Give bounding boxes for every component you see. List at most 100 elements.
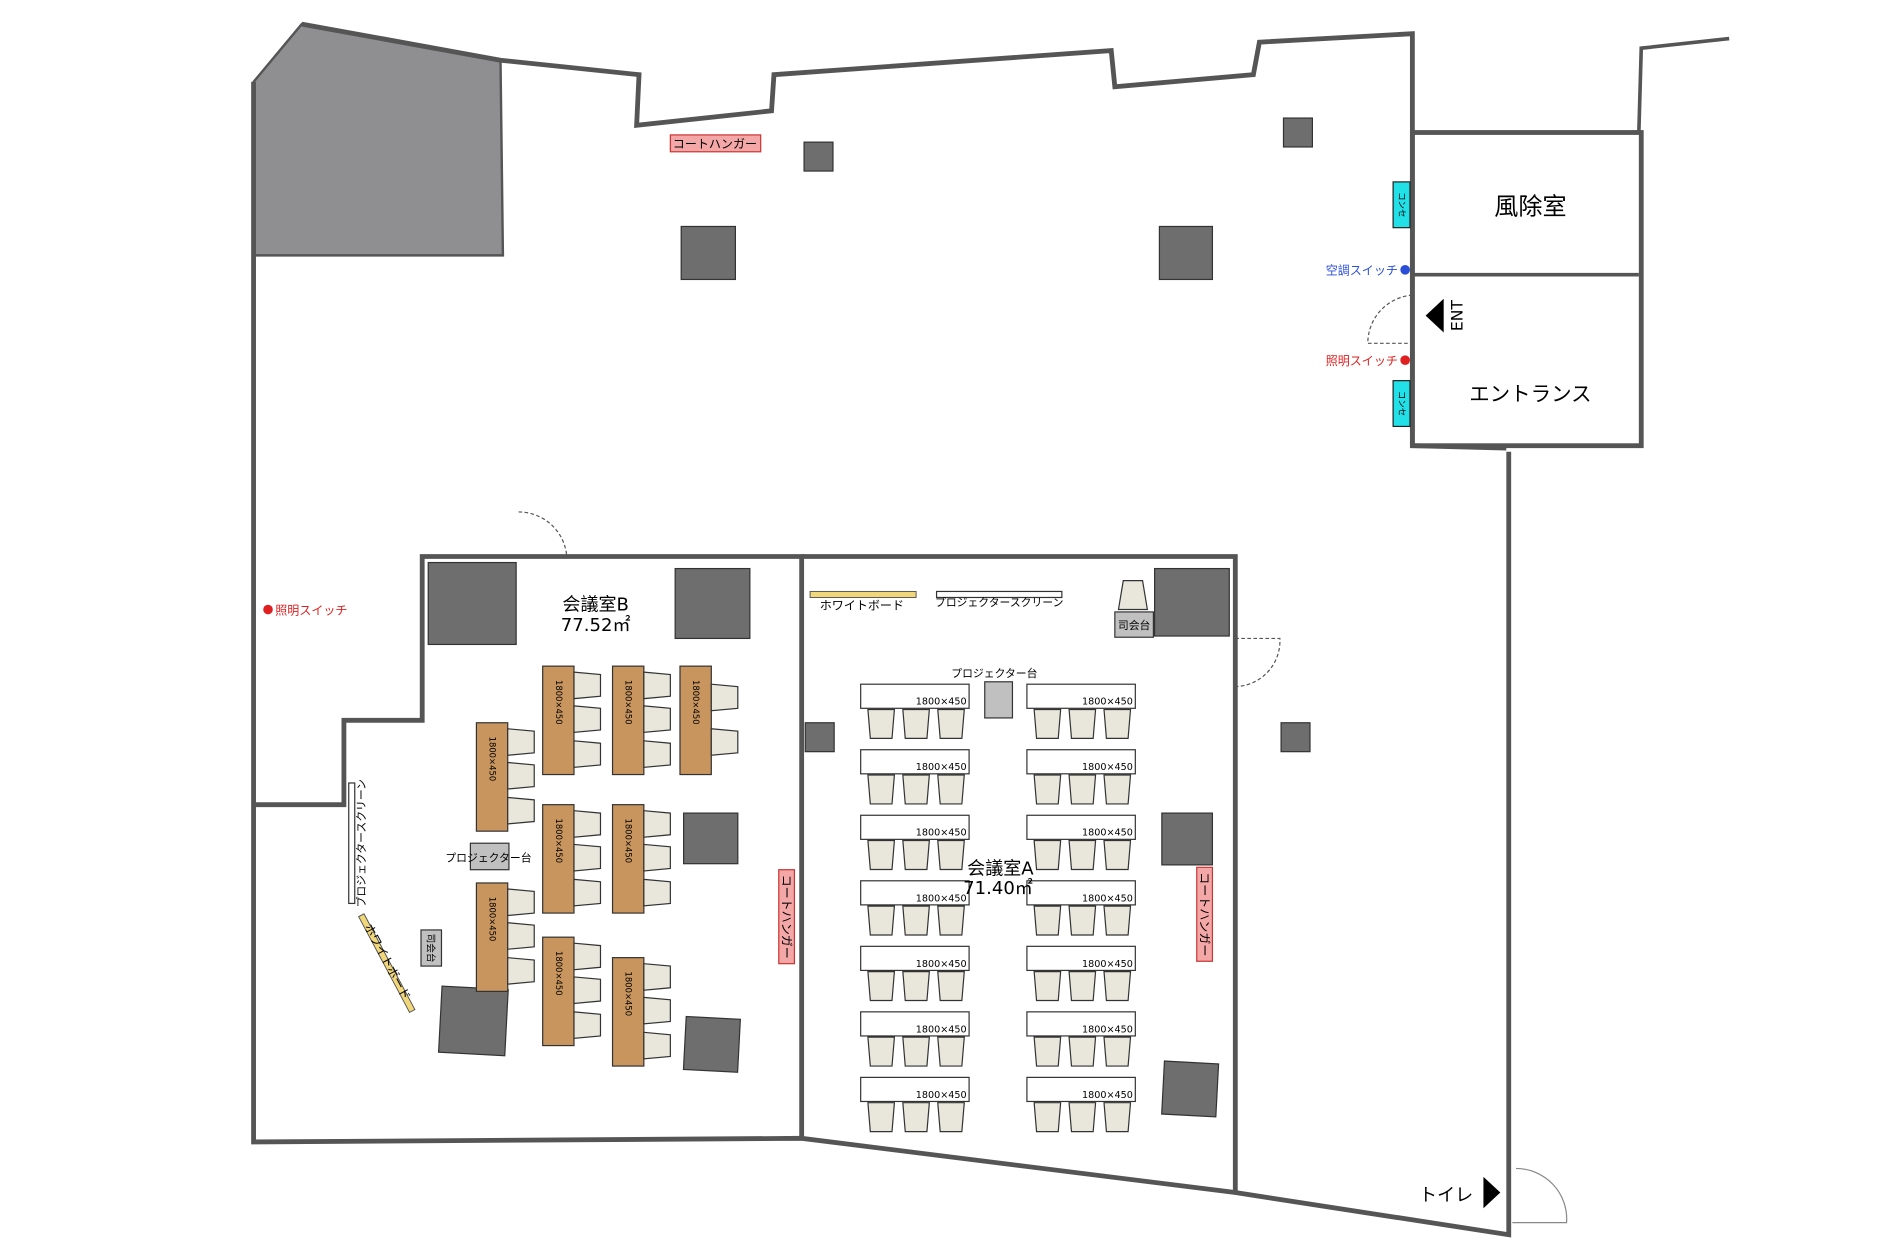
table-size-label: 1800×450 (1082, 959, 1133, 970)
chair (1103, 971, 1132, 1002)
chair (573, 942, 602, 971)
podium-b (420, 929, 443, 967)
storage-block (252, 22, 505, 257)
chair (573, 810, 602, 838)
chair (937, 971, 965, 1002)
chair (1033, 905, 1062, 936)
table (475, 882, 509, 992)
door-swing-toilet (1512, 1167, 1568, 1224)
chair (1068, 1102, 1097, 1133)
chair (1068, 1036, 1097, 1067)
chair (573, 843, 602, 872)
outer-wall-far-right (1637, 36, 1730, 133)
pillar (804, 722, 835, 753)
table (860, 683, 970, 709)
chair (937, 708, 965, 740)
coat-hanger-b (778, 869, 796, 965)
table-size-label: 1800×450 (1082, 1090, 1133, 1101)
table (475, 722, 509, 832)
room-b-name: 会議室B (562, 595, 629, 616)
whiteboard-b-label: ホワイトボード (361, 921, 413, 1002)
pillar (683, 812, 739, 865)
chair (1033, 708, 1062, 740)
chair (643, 1031, 671, 1060)
podium-b-label: 司会台 (425, 934, 437, 963)
projector-stand-a (984, 681, 1014, 719)
outlet-1 (1392, 181, 1411, 229)
chair (1103, 1036, 1132, 1067)
chair (573, 740, 602, 768)
table (1026, 814, 1136, 840)
outlet-2 (1392, 380, 1411, 428)
podium-a (1114, 611, 1154, 638)
table-size-label: 1800×450 (916, 762, 967, 773)
chair (643, 963, 671, 991)
chair (1033, 1102, 1062, 1133)
chair (643, 843, 671, 872)
chair (867, 839, 896, 871)
light-switch-left-dot (263, 604, 273, 615)
table-size-label: 1800×450 (1082, 697, 1133, 708)
whiteboard-a-label: ホワイトボード (820, 599, 904, 613)
table-size-label: 1800×450 (624, 819, 634, 864)
outer-wall-top (301, 21, 1507, 451)
chair (1068, 774, 1097, 805)
whiteboard-a (809, 590, 917, 598)
chair (937, 839, 965, 871)
table-size-label: 1800×450 (554, 951, 564, 996)
table (860, 1076, 970, 1103)
room-b-area: 77.52㎡ (561, 614, 631, 636)
room-a-wall (801, 554, 1238, 1193)
chair (902, 1102, 930, 1133)
table (1026, 880, 1136, 906)
pillar (1153, 567, 1230, 637)
pillar (437, 985, 509, 1057)
windbreak-room-label: 風除室 (1494, 192, 1566, 220)
chair (507, 922, 535, 950)
table-size-label: 1800×450 (1082, 893, 1133, 904)
chair (1033, 774, 1062, 805)
table-size-label: 1800×450 (916, 697, 967, 708)
light-switch-left-label: 照明スイッチ (275, 603, 347, 617)
chair (643, 705, 671, 734)
table-size-label: 1800×450 (916, 1024, 967, 1035)
table (542, 804, 575, 914)
room-a-furniture: 1800×450 1800×450 1800×450 1800×450 1800×450… (860, 683, 1136, 1133)
light-switch-label: 照明スイッチ (1326, 354, 1398, 368)
coat-hanger-a (1196, 866, 1214, 962)
projector-screen-a (935, 590, 1063, 599)
chair (1103, 905, 1132, 936)
chair (507, 761, 535, 790)
table (860, 749, 970, 775)
outer-wall-right (251, 81, 1512, 1238)
chair (902, 1036, 930, 1067)
projector-screen-a-label: プロジェクタースクリーン (935, 596, 1063, 609)
whiteboard-b (357, 913, 416, 1013)
table-size-label: 1800×450 (554, 819, 564, 864)
chair (1068, 708, 1097, 740)
chair (937, 1102, 965, 1133)
chair (643, 810, 671, 838)
table-size-label: 1800×450 (554, 680, 564, 725)
podium-chair-a (1117, 580, 1149, 611)
chair (1068, 905, 1097, 936)
pillar (674, 567, 751, 640)
ac-switch-dot (1400, 265, 1410, 275)
chair (1103, 839, 1132, 871)
chair (1068, 971, 1097, 1002)
table (860, 814, 970, 840)
podium-a-label: 司会台 (1118, 618, 1151, 632)
door-swing-entrance (1367, 294, 1413, 344)
table (860, 945, 970, 972)
table-size-label: 1800×450 (488, 737, 498, 782)
chair (573, 878, 602, 907)
table (1026, 683, 1136, 709)
ent-arrow-icon (1425, 298, 1444, 333)
projector-stand-b-label: プロジェクター台 (445, 850, 531, 864)
room-a-name: 会議室A (967, 859, 1034, 880)
chair (710, 728, 739, 756)
table (542, 665, 575, 776)
chair (937, 774, 965, 805)
chair (1103, 774, 1132, 805)
table (542, 936, 575, 1047)
